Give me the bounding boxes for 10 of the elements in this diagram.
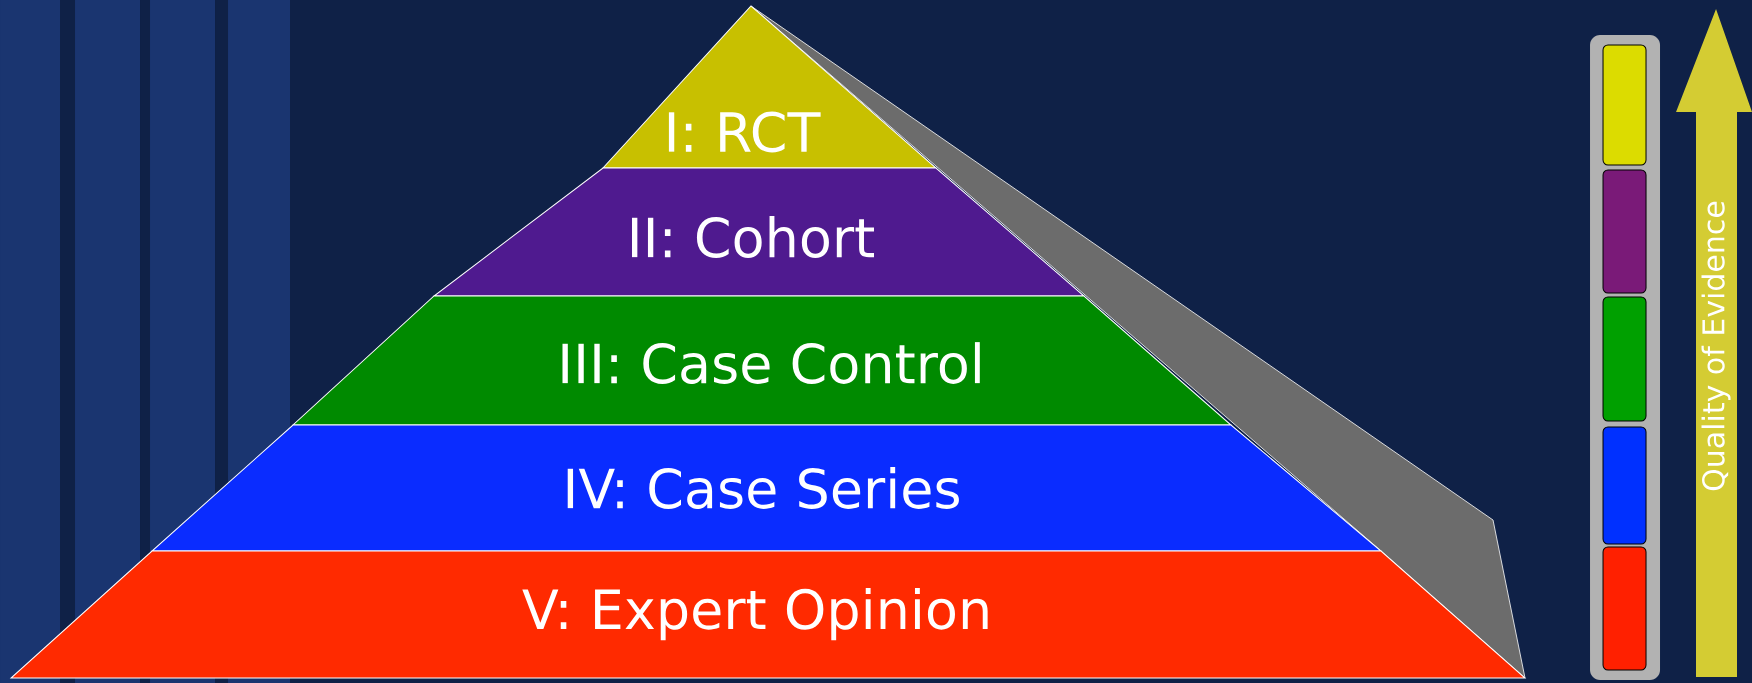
- scale-segment: [1602, 546, 1647, 671]
- pyramid-level: IV: Case Series: [151, 424, 1382, 552]
- scale-segment: [1602, 296, 1647, 422]
- pyramid-level: I: RCT: [602, 5, 937, 169]
- pyramid-level: III: Case Control: [292, 295, 1232, 426]
- scale-segment: [1602, 44, 1647, 166]
- pyramid-level: V: Expert Opinion: [10, 550, 1526, 679]
- scale-segment: [1602, 169, 1647, 294]
- scale-segment: [1602, 426, 1647, 545]
- pyramid-level: II: Cohort: [433, 167, 1085, 297]
